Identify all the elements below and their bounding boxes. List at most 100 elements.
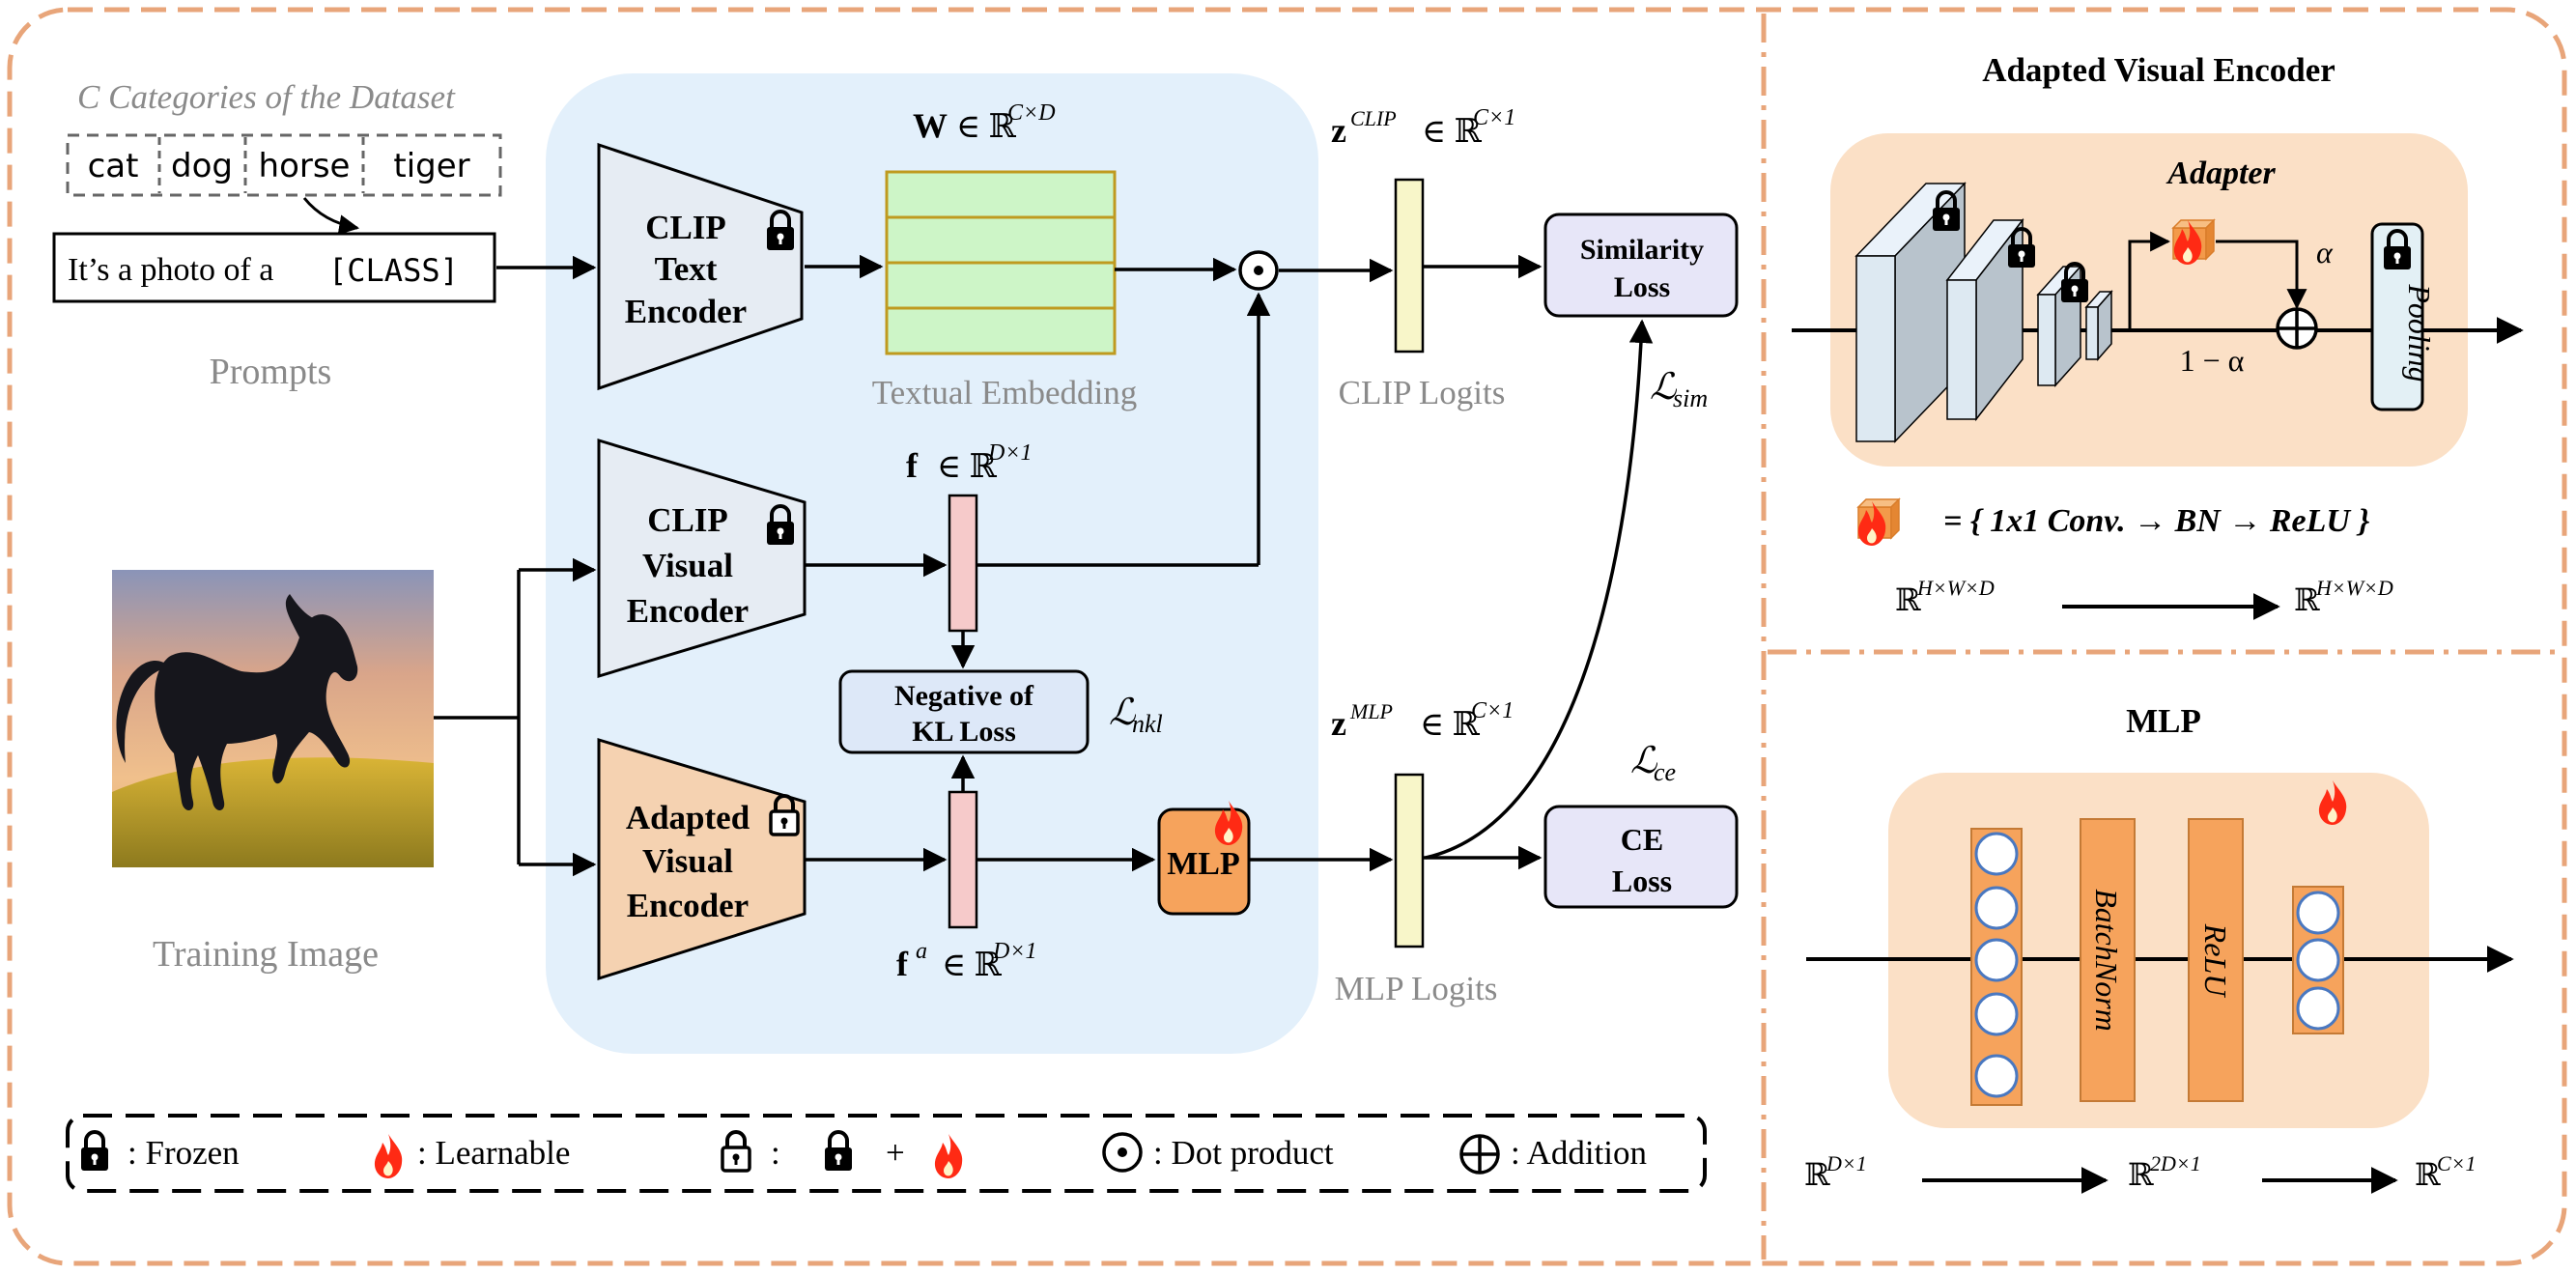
pooling-label: Pooling xyxy=(2402,283,2437,382)
zclip-dims-sup: C×1 xyxy=(1473,105,1515,130)
legend-colon: : xyxy=(771,1134,780,1172)
connector-arrows xyxy=(434,254,1654,877)
adapter-in-sup: H×W×D xyxy=(1916,576,1995,600)
adapted-encoder-line2: Visual xyxy=(642,842,733,880)
ce-loss-line2: Loss xyxy=(1612,863,1672,898)
ce-loss-box xyxy=(1543,805,1739,909)
mlp-logits-bar xyxy=(1394,773,1425,948)
mlp-dim-3: ℝ xyxy=(2415,1157,2441,1192)
sim-loss-sub: sim xyxy=(1673,384,1708,412)
f-symbol: f xyxy=(906,446,919,485)
nkl-loss-box xyxy=(838,669,1090,754)
f-feature-bar xyxy=(948,494,978,633)
adapted-encoder-line3: Encoder xyxy=(627,887,749,924)
mlp-box-label: MLP xyxy=(1167,846,1240,882)
clip-visual-encoder-line3: Encoder xyxy=(627,592,749,630)
clip-logits-label: CLIP Logits xyxy=(1339,374,1506,411)
f-dims-sup: D×1 xyxy=(987,440,1033,466)
mlp-logits-label: MLP Logits xyxy=(1335,970,1498,1007)
alpha-label: α xyxy=(2316,235,2334,269)
f-dims: ∈ ℝ xyxy=(937,449,998,485)
clip-visual-encoder-line2: Visual xyxy=(642,547,733,584)
mlp-input-neurons xyxy=(1974,832,2019,1098)
relu-layer xyxy=(2188,818,2244,1102)
fa-dims: ∈ ℝ xyxy=(942,948,1003,983)
mlp-dim-2: ℝ xyxy=(2128,1157,2154,1192)
clip-text-encoder-line2: Text xyxy=(655,250,718,288)
horse-image xyxy=(112,570,434,867)
prompt-text: It’s a photo of a xyxy=(68,252,273,288)
flame-icon xyxy=(374,1134,403,1178)
adapted-visual-encoder xyxy=(597,737,807,981)
lock-icon xyxy=(823,1130,854,1173)
zmlp-symbol: z xyxy=(1331,704,1346,743)
category-dog: dog xyxy=(171,147,233,185)
similarity-loss-line2: Loss xyxy=(1614,271,1670,303)
w-dims-sup: C×D xyxy=(1007,100,1056,126)
category-cat: cat xyxy=(88,147,139,185)
adapter-out-sup: H×W×D xyxy=(2315,576,2393,600)
zclip-symbol: z xyxy=(1331,111,1346,150)
fa-feature-bar xyxy=(948,790,978,929)
adapter-connectors xyxy=(2128,231,2307,330)
unlock-icon xyxy=(721,1130,751,1173)
legend-frozen: : Frozen xyxy=(127,1134,240,1172)
w-dims: ∈ ℝ xyxy=(956,109,1017,145)
mlp-dim-3-sup: C×1 xyxy=(2437,1151,2477,1175)
adapter-label: Adapter xyxy=(2166,156,2276,191)
ce-loss-line1: CE xyxy=(1621,822,1663,857)
similarity-loss-box xyxy=(1543,212,1739,318)
one-minus-alpha-label: 1 − α xyxy=(2180,343,2245,378)
ce-loss-sub: ce xyxy=(1654,758,1676,786)
sim-loss-symbol: ℒ xyxy=(1650,367,1678,408)
adapted-encoder-line1: Adapted xyxy=(626,799,750,836)
zclip-dims: ∈ ℝ xyxy=(1422,114,1483,150)
flame-icon xyxy=(934,1134,963,1178)
category-to-prompt-arrow xyxy=(302,197,360,236)
clip-visual-encoder-line1: CLIP xyxy=(647,501,728,539)
zmlp-dims-sup: C×1 xyxy=(1471,698,1514,723)
fa-sup-letter: a xyxy=(916,939,927,964)
batchnorm-layer xyxy=(2080,818,2136,1102)
w-symbol: W xyxy=(913,106,948,145)
zclip-sup: CLIP xyxy=(1350,106,1397,130)
mlp-panel-bg xyxy=(1888,773,2429,1128)
categories-title: C Categories of the Dataset xyxy=(77,78,456,116)
dot-product-icon xyxy=(1238,250,1279,291)
clip-text-encoder-line1: CLIP xyxy=(645,209,726,246)
category-tiger: tiger xyxy=(393,147,469,185)
mlp-dim-1: ℝ xyxy=(1804,1157,1830,1192)
adapter-in-dims: ℝ xyxy=(1895,582,1921,617)
clip-logits-bar xyxy=(1394,178,1425,354)
categories-box xyxy=(66,133,502,197)
adapted-panel-title: Adapted Visual Encoder xyxy=(1982,51,2335,89)
prompt-class-token: [CLASS] xyxy=(328,252,459,289)
ce-loss-symbol: ℒ xyxy=(1630,741,1658,781)
nkl-loss-symbol: ℒ xyxy=(1109,693,1137,733)
clip-text-encoder-line3: Encoder xyxy=(625,293,747,330)
prompt-box xyxy=(52,232,496,303)
legend-learnable: : Learnable xyxy=(417,1134,570,1172)
mlp-dim-1-sup: D×1 xyxy=(1826,1151,1867,1175)
pooling-box xyxy=(2370,222,2424,411)
relu-label: ReLU xyxy=(2198,923,2233,999)
nkl-loss-line2: KL Loss xyxy=(912,716,1016,748)
zmlp-dims: ∈ ℝ xyxy=(1420,707,1481,743)
dot-product-icon xyxy=(1102,1132,1143,1173)
fa-symbol: f xyxy=(896,945,909,983)
similarity-loss-line1: Similarity xyxy=(1580,234,1704,266)
batchnorm-label: BatchNorm xyxy=(2089,889,2124,1032)
textual-embedding-matrix xyxy=(885,170,1117,355)
legend-dot-product: : Dot product xyxy=(1153,1134,1334,1172)
nkl-loss-sub: nkl xyxy=(1132,710,1163,738)
clip-visual-encoder xyxy=(597,438,807,679)
adapter-equation: = { 1x1 Conv. → BN → ReLU } xyxy=(1943,503,2369,539)
legend-addition: : Addition xyxy=(1511,1134,1647,1172)
mlp-dim-2-sup: 2D×1 xyxy=(2150,1151,2201,1175)
adapter-out-dims: ℝ xyxy=(2294,582,2320,617)
category-horse: horse xyxy=(259,147,351,185)
legend-plus: + xyxy=(886,1134,905,1172)
fa-dims-sup: D×1 xyxy=(992,939,1037,964)
mlp-output-neurons xyxy=(2296,891,2340,1031)
